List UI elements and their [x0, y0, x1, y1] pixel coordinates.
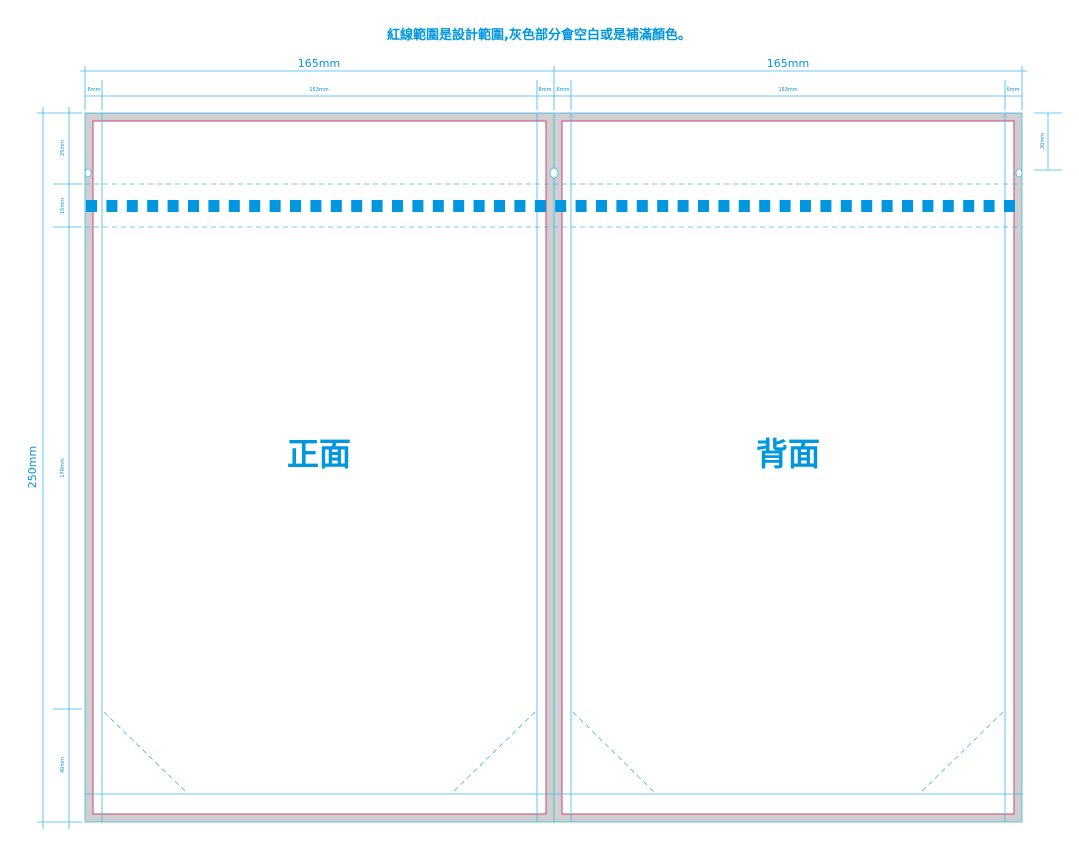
dim-bleed-right-inner: 6mm — [557, 87, 570, 93]
dim-bleed-left-inner: 6mm — [539, 87, 552, 93]
gusset-fold-lines — [103, 711, 1004, 795]
perforation-hole — [290, 200, 301, 212]
perforation-hole — [555, 200, 567, 212]
perforation-hole — [432, 200, 444, 212]
perforation-hole — [881, 200, 893, 212]
perforation-hole — [310, 200, 322, 212]
perforation-hole — [575, 200, 587, 212]
perforation-hole — [779, 200, 791, 212]
perforation-hole — [677, 200, 689, 212]
perforation-hole — [86, 200, 97, 212]
perforation-hole — [861, 200, 873, 212]
perforation-hole — [902, 200, 913, 212]
perforation-hole — [636, 200, 648, 212]
dim-right-top: 20mm — [1040, 133, 1046, 149]
dim-seg-bottom: 40mm — [60, 757, 66, 773]
perforation-hole — [249, 200, 261, 212]
hole-icon — [1015, 168, 1023, 178]
perforation-hole — [494, 200, 505, 212]
dim-bleed-right-outer: 6mm — [1007, 87, 1020, 93]
perforation-hole — [188, 200, 199, 212]
perforation-line — [86, 200, 1015, 212]
hole-icon — [84, 168, 92, 178]
left-dimensions — [37, 107, 82, 829]
dim-bleed-left-outer: 6mm — [88, 87, 101, 93]
perforation-hole — [657, 200, 669, 212]
dim-seg-perforation: 15mm — [60, 198, 66, 214]
perforation-hole — [759, 200, 771, 212]
perforation-hole — [392, 200, 403, 212]
perforation-hole — [820, 200, 832, 212]
back-label: 背面 — [756, 435, 820, 473]
hang-holes — [84, 167, 1023, 179]
perforation-hole — [147, 200, 159, 212]
dim-panel-width-left: 165mm — [298, 57, 340, 70]
dim-seg-body: 170mm — [60, 458, 66, 477]
perforation-hole — [126, 200, 138, 212]
perforation-hole — [351, 200, 363, 212]
perforation-hole — [738, 200, 750, 212]
tear-guides — [85, 183, 1022, 228]
perforation-hole — [840, 200, 852, 212]
perforation-hole — [228, 200, 240, 212]
perforation-hole — [718, 200, 730, 212]
perforation-hole — [596, 200, 607, 212]
perforation-hole — [473, 200, 485, 212]
perforation-hole — [963, 200, 975, 212]
right-dimensions — [1034, 112, 1062, 171]
perforation-hole — [412, 200, 424, 212]
perforation-hole — [208, 200, 220, 212]
front-design-area — [92, 120, 547, 815]
design-area — [92, 120, 1015, 815]
perforation-hole — [269, 200, 281, 212]
perforation-hole — [800, 200, 811, 212]
perforation-hole — [698, 200, 709, 212]
top-dimensions — [80, 66, 1027, 110]
dim-seg-top: 25mm — [60, 140, 66, 156]
perforation-hole — [453, 200, 465, 212]
perforation-hole — [942, 200, 954, 212]
perforation-hole — [514, 200, 526, 212]
dim-inner-width-right: 153mm — [778, 87, 797, 93]
perforation-hole — [371, 200, 383, 212]
perforation-hole — [167, 200, 179, 212]
perforation-hole — [534, 200, 546, 212]
perforation-hole — [983, 200, 995, 212]
dim-total-height: 250mm — [26, 446, 39, 488]
back-design-area — [561, 120, 1015, 815]
instruction-title: 紅線範圍是設計範圍,灰色部分會空白或是補滿顏色。 — [387, 27, 691, 43]
perforation-hole — [1004, 200, 1015, 212]
hole-icon — [549, 167, 559, 179]
perforation-hole — [106, 200, 118, 212]
perforation-hole — [616, 200, 628, 212]
perforation-hole — [922, 200, 934, 212]
dim-panel-width-right: 165mm — [767, 57, 809, 70]
safe-guides — [85, 113, 1022, 822]
dim-inner-width-left: 153mm — [309, 87, 328, 93]
front-label: 正面 — [287, 435, 351, 473]
perforation-hole — [330, 200, 342, 212]
